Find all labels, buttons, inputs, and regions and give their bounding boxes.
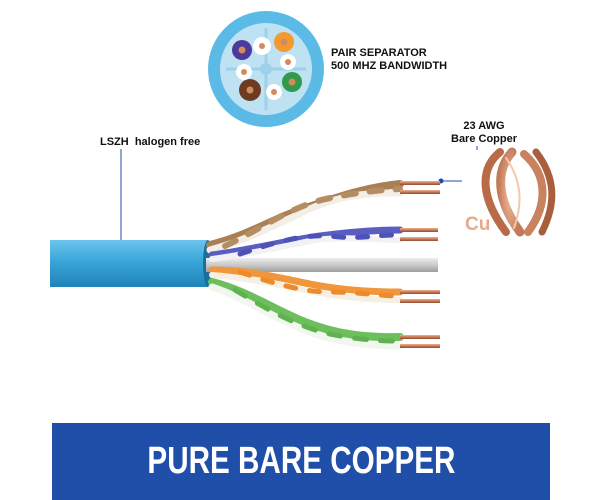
cable-diagram: Cu bbox=[50, 11, 556, 350]
pair-separator-label: PAIR SEPARATOR 500 MHZ BANDWIDTH bbox=[331, 47, 447, 73]
awg-line2: Bare Copper bbox=[451, 133, 518, 145]
lszh-label: LSZH halogen free bbox=[100, 136, 201, 148]
pair-green bbox=[208, 278, 440, 350]
cross-separator-core bbox=[260, 63, 272, 75]
cross-pair-brown bbox=[236, 64, 261, 101]
cross-pair-orange bbox=[274, 32, 296, 70]
headline-banner: PURE BARE COPPER bbox=[52, 423, 550, 500]
cross-pair-green bbox=[266, 72, 302, 100]
cable-body bbox=[50, 240, 213, 287]
cross-pair-blue bbox=[232, 37, 271, 60]
pair-brown bbox=[206, 180, 440, 254]
pair-orange bbox=[208, 266, 440, 303]
pair-separator-line1: PAIR SEPARATOR bbox=[331, 47, 427, 59]
pair-blue bbox=[208, 226, 438, 262]
pair-separator-tape bbox=[206, 258, 438, 272]
headline-text: PURE BARE COPPER bbox=[147, 440, 455, 482]
pair-separator-line2: 500 MHZ BANDWIDTH bbox=[331, 60, 448, 72]
awg-line1: 23 AWG bbox=[463, 120, 505, 132]
cable-cross-section bbox=[208, 11, 324, 127]
cu-label: Cu bbox=[465, 214, 490, 235]
awg-label: 23 AWG Bare Copper bbox=[451, 120, 517, 146]
cable-jacket bbox=[50, 240, 208, 287]
copper-strand-detail: Cu bbox=[462, 147, 556, 237]
